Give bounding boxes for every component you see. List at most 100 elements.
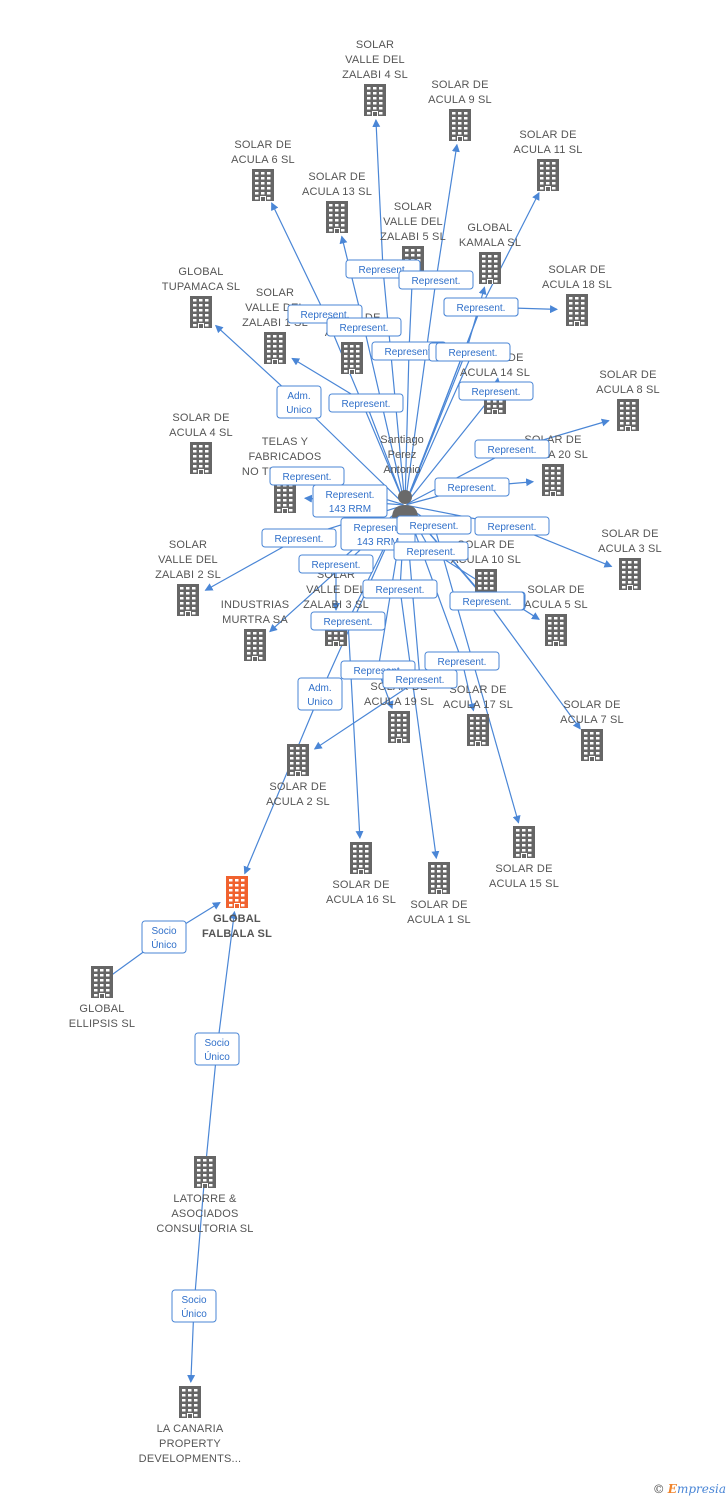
relation-label[interactable]: Represent. xyxy=(474,516,550,536)
relation-label[interactable]: Represent. xyxy=(269,466,345,486)
brand-watermark[interactable]: ©Empresia xyxy=(653,1482,726,1496)
company-name-label-line: ZALABI 4 SL xyxy=(342,69,408,81)
person-name-line: Antonio xyxy=(383,464,420,476)
relation-label[interactable]: Represent. xyxy=(474,439,550,459)
company-name-label-line: ACULA 19 SL xyxy=(364,696,434,708)
relation-label-line: Unico xyxy=(307,697,333,708)
relation-label-line: 143 RRM xyxy=(329,504,371,515)
relation-label[interactable]: Adm.Unico xyxy=(297,677,343,711)
relation-label[interactable]: Represent. xyxy=(393,541,469,561)
company-name-label-line: ACULA 6 SL xyxy=(231,154,295,166)
building-icon xyxy=(341,342,363,374)
relation-label[interactable]: Represent.143 RRM xyxy=(312,484,388,518)
relation-label[interactable]: Represent. xyxy=(424,651,500,671)
relation-label[interactable]: Represent. xyxy=(298,554,374,574)
relation-label[interactable]: Represent. xyxy=(443,297,519,317)
building-icon xyxy=(350,842,372,874)
relation-label[interactable]: Represent. xyxy=(458,381,534,401)
relation-label-line: Represent. xyxy=(407,547,456,558)
relation-label[interactable]: Represent. xyxy=(434,477,510,497)
company-name-label[interactable]: SOLAR DE ACULA 6 SL xyxy=(231,139,295,166)
company-node-acula6[interactable]: SOLAR DE ACULA 6 SL xyxy=(231,139,295,201)
relation-label[interactable]: Represent. xyxy=(435,342,511,362)
company-name-label-line: GLOBAL xyxy=(213,913,261,925)
relation-label-box xyxy=(171,1289,217,1323)
company-name-label-line: SOLAR DE xyxy=(234,139,291,151)
relation-label-line: Represent. xyxy=(301,310,350,321)
relation-label[interactable]: Represent. xyxy=(398,270,474,290)
company-name-label-line: SOLAR xyxy=(356,39,394,51)
relation-label-text: Represent. xyxy=(324,617,373,628)
relation-label[interactable]: Represent. xyxy=(328,393,404,413)
company-name-label-line: PROPERTY xyxy=(159,1438,221,1450)
relation-label-box xyxy=(310,611,386,631)
relation-label[interactable]: Adm.Unico xyxy=(276,385,322,419)
relation-label[interactable]: Represent. xyxy=(326,317,402,337)
building-icon xyxy=(326,201,348,233)
relation-label[interactable]: Represent. xyxy=(449,591,525,611)
relation-label[interactable]: Represent. xyxy=(382,669,458,689)
relation-label[interactable]: Represent. xyxy=(261,528,337,548)
building-icon xyxy=(428,862,450,894)
relation-label[interactable]: Represent. xyxy=(362,579,438,599)
relation-label[interactable]: Represent. xyxy=(310,611,386,631)
relation-label-line: Represent. xyxy=(449,348,498,359)
relation-label[interactable]: Represent. xyxy=(396,515,472,535)
